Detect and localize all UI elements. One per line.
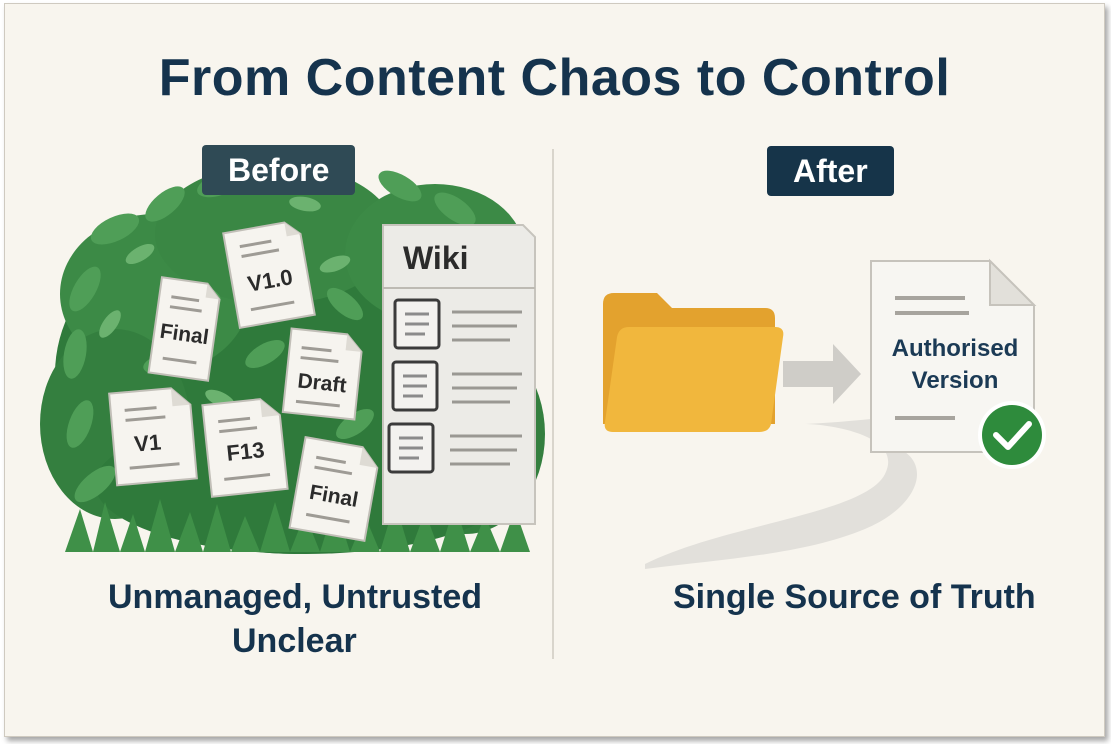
before-caption-line2: Unclear [232,622,357,660]
document-v1-0: V1.0 [222,221,316,330]
document-label: F13 [225,437,265,466]
illustration-canvas: Wiki [40,164,1046,569]
check-circle-icon [978,401,1046,469]
document-label: Draft [296,369,347,397]
page-title: From Content Chaos to Control [158,49,951,107]
wiki-list-icon [387,422,435,474]
wiki-label: Wiki [403,240,469,276]
folder-icon [603,293,784,432]
document-f13: F13 [201,398,289,498]
wiki-list-icon [393,298,441,350]
before-caption-line1: Unmanaged, Untrusted [108,578,483,616]
arrow-right-icon [783,344,861,404]
authorised-document: Authorised Version [870,258,1037,453]
authorised-label-line2: Version [912,367,999,394]
authorised-label-line1: Authorised [892,335,1019,362]
document-final: Final [288,435,379,543]
before-badge: Before [202,145,356,195]
wiki-list-icon [391,360,439,412]
document-label: V1 [133,429,162,456]
infographic-frame: From Content Chaos to Control [4,3,1105,737]
wiki-page: Wiki [382,224,536,525]
document-v1: V1 [108,387,198,487]
document-draft: Draft [281,327,363,421]
after-badge: After [767,146,894,196]
after-caption: Single Source of Truth [673,578,1036,616]
center-divider [552,149,554,659]
document-final: Final [147,276,221,382]
